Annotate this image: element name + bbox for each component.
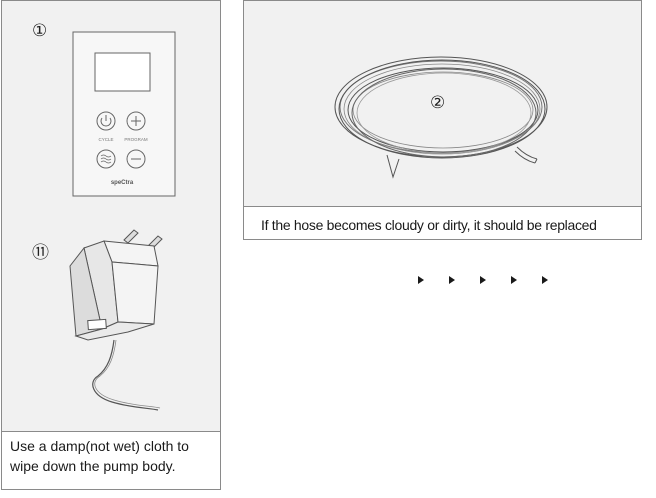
triangle-right-icon — [480, 276, 486, 284]
triangle-right-icon — [542, 276, 548, 284]
left-illustration-area: ① CYCLE PROGRAM — [2, 1, 220, 432]
triangle-right-icon — [418, 276, 424, 284]
hose-coil-illustration — [334, 56, 548, 179]
program-label: PROGRAM — [124, 137, 148, 142]
plus-button-icon — [126, 111, 146, 131]
right-illustration-area: ② — [244, 1, 641, 207]
triangle-right-icon — [449, 276, 455, 284]
label-hose-number: ② — [430, 93, 446, 112]
pump-panel-illustration: CYCLE PROGRAM speCtra — [72, 31, 176, 197]
right-caption: If the hose becomes cloudy or dirty, it … — [261, 217, 597, 233]
brand-logo: speCtra — [111, 180, 134, 186]
right-panel: ② If the hose becomes cloudy or dirty, i… — [243, 0, 642, 240]
power-button-icon — [96, 111, 116, 131]
minus-button-icon — [126, 149, 146, 169]
wave-button-icon — [96, 149, 116, 169]
pump-display — [94, 52, 151, 92]
cycle-label: CYCLE — [98, 137, 113, 142]
label-adapter-number: ⑪ — [32, 243, 49, 262]
arrow-row — [418, 276, 558, 288]
label-device-number: ① — [32, 21, 48, 40]
left-panel: ① CYCLE PROGRAM — [1, 0, 221, 490]
left-caption: Use a damp(not wet) cloth to wipe down t… — [10, 438, 189, 474]
power-adapter-illustration — [69, 229, 163, 411]
triangle-right-icon — [511, 276, 517, 284]
